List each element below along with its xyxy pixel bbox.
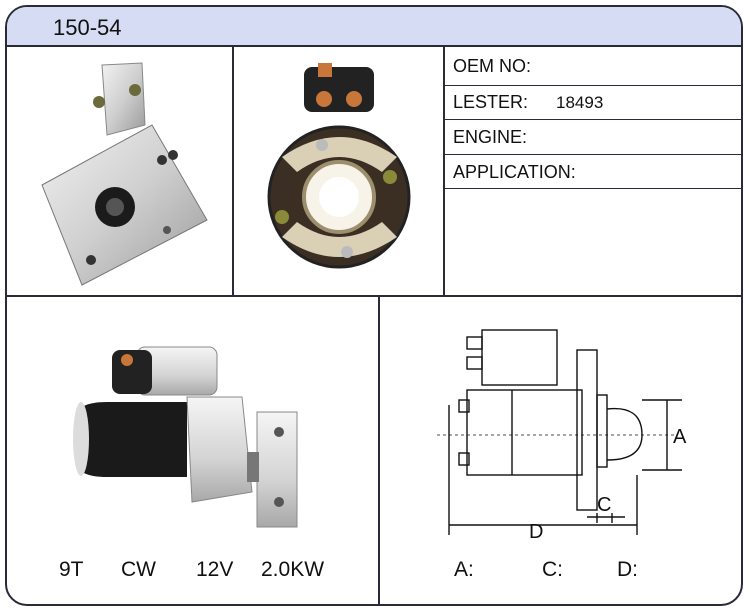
engine-label: ENGINE: — [453, 127, 528, 147]
teeth-count: 9T — [59, 558, 84, 581]
dimension-diagram: A C D — [437, 329, 687, 540]
lester-value: 18493 — [556, 93, 604, 112]
power: 2.0KW — [261, 558, 325, 581]
dimension-c-label: C — [597, 494, 611, 516]
dim-c-label: C: — [542, 558, 563, 581]
oem-no-label: OEM NO: — [453, 56, 532, 76]
divider — [443, 47, 445, 295]
lester-label: LESTER: — [453, 92, 529, 112]
application-label: APPLICATION: — [453, 162, 576, 182]
divider — [378, 295, 380, 604]
divider — [443, 154, 741, 155]
divider — [443, 119, 741, 120]
starter-front-photo — [41, 62, 208, 286]
starter-end-photo — [267, 63, 411, 269]
voltage: 12V — [196, 558, 234, 581]
header-bar: 150-54 — [7, 7, 741, 47]
dimension-a-label: A — [673, 426, 687, 448]
rotation: CW — [121, 558, 156, 581]
starter-side-photo — [73, 346, 298, 528]
divider — [443, 188, 741, 189]
dimension-d-label: D — [529, 521, 543, 540]
part-number-title: 150-54 — [53, 15, 122, 40]
divider — [7, 295, 741, 297]
dim-a-label: A: — [454, 558, 474, 581]
divider — [232, 47, 234, 295]
dim-d-label: D: — [617, 558, 638, 581]
divider — [443, 85, 741, 86]
product-card: 150-54 OEM NO: LESTER: 18493 ENGINE: APP… — [5, 5, 743, 606]
